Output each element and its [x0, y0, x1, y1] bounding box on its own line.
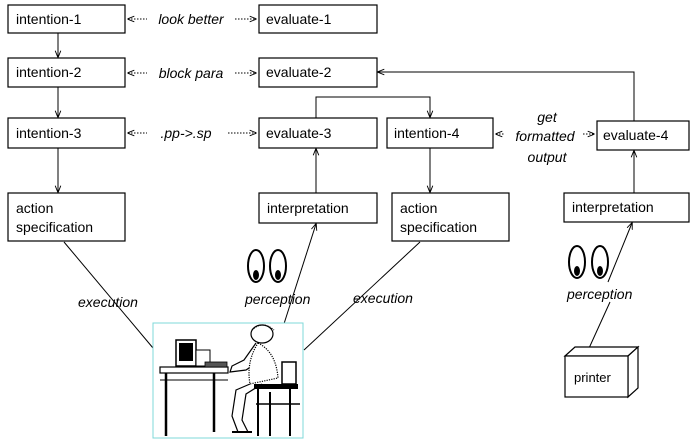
evaluate-3-box: [258, 117, 378, 149]
interpretation-2-box: [563, 192, 690, 223]
get-label: get: [537, 109, 558, 125]
perception-line-1: [281, 224, 316, 331]
evaluate-4-label: evaluate-4: [603, 127, 669, 143]
evaluate-2-label: evaluate-2: [266, 64, 332, 80]
action-specification-2-line1: action: [400, 200, 437, 216]
output-label: output: [528, 149, 568, 165]
intention-2-label: intention-2: [16, 64, 82, 80]
intention-4-box: [386, 117, 494, 149]
printer-icon: printer: [563, 345, 640, 399]
intention-3-box: [7, 117, 126, 149]
eyes-icon-2: [568, 245, 609, 279]
intention-4-label: intention-4: [394, 125, 460, 141]
action-specification-1-box: [7, 192, 126, 242]
arrow-evaluate4-evaluate2: [378, 72, 635, 121]
printer-label: printer: [574, 370, 612, 385]
intention-1-box: [7, 4, 126, 34]
link-label-mask: [505, 124, 583, 144]
evaluate-2-box: [258, 57, 378, 88]
action-specification-2-line2: specification: [400, 219, 477, 235]
formatted-label: formatted: [515, 128, 575, 144]
intention-1-label: intention-1: [16, 11, 82, 27]
execution-label-2: execution: [353, 290, 413, 306]
execution-line-2: [303, 241, 421, 351]
evaluate-1-box: [258, 4, 378, 34]
execution-label-1: execution: [78, 294, 138, 310]
evaluate-3-label: evaluate-3: [266, 125, 332, 141]
action-specification-2-box: [391, 192, 510, 242]
interpretation-1-box: [258, 192, 378, 224]
action-specification-1-line2: specification: [16, 219, 93, 235]
perception-line-2b: [607, 223, 632, 283]
eyes-icon-1: [247, 249, 287, 283]
perception-label-1: perception: [244, 291, 311, 307]
perception-label-2: perception: [566, 286, 633, 302]
person-at-computer-icon: [152, 322, 304, 439]
evaluate-1-label: evaluate-1: [266, 11, 332, 27]
intention-2-box: [7, 57, 126, 88]
intention-3-label: intention-3: [16, 125, 82, 141]
evaluate-4-box: [596, 120, 690, 151]
look-better-label: look better: [158, 11, 225, 27]
action-specification-1-line1: action: [16, 200, 53, 216]
interpretation-2-label: interpretation: [572, 199, 654, 215]
execution-line-1: [63, 241, 154, 349]
arrow-evaluate3-intention4: [315, 96, 430, 118]
interpretation-1-label: interpretation: [267, 200, 349, 216]
block-para-label: block para: [159, 65, 224, 81]
pp-sp-label: .pp->.sp: [161, 125, 212, 141]
